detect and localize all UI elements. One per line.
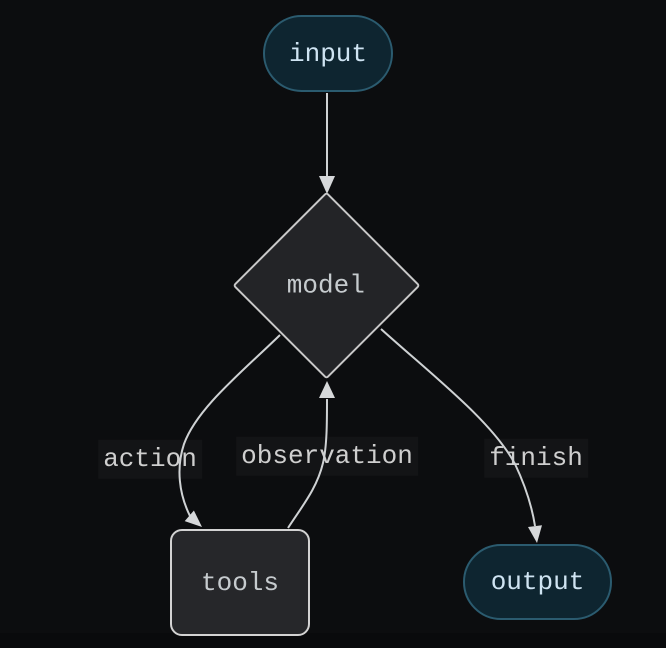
node-model-label: model: [287, 270, 366, 301]
bottom-margin-strip: [0, 633, 666, 648]
node-tools-label: tools: [200, 567, 279, 598]
edge-model-to-output: [380, 328, 536, 527]
arrowhead-tools-to-model: [319, 381, 335, 398]
node-input-label: input: [288, 38, 367, 69]
node-output: output: [463, 544, 612, 620]
arrowhead-input-to-model: [319, 176, 335, 194]
edge-label-finish: finish: [484, 438, 588, 478]
node-tools: tools: [170, 529, 310, 636]
edge-model-to-tools: [178, 334, 281, 517]
node-output-label: output: [490, 567, 585, 597]
arrowhead-model-to-output: [528, 525, 542, 543]
node-input: input: [263, 15, 393, 92]
edge-label-action: action: [98, 439, 202, 479]
arrowhead-model-to-tools: [184, 510, 202, 527]
node-model-diamond: model: [232, 191, 421, 380]
edge-label-observation: observation: [236, 436, 418, 476]
